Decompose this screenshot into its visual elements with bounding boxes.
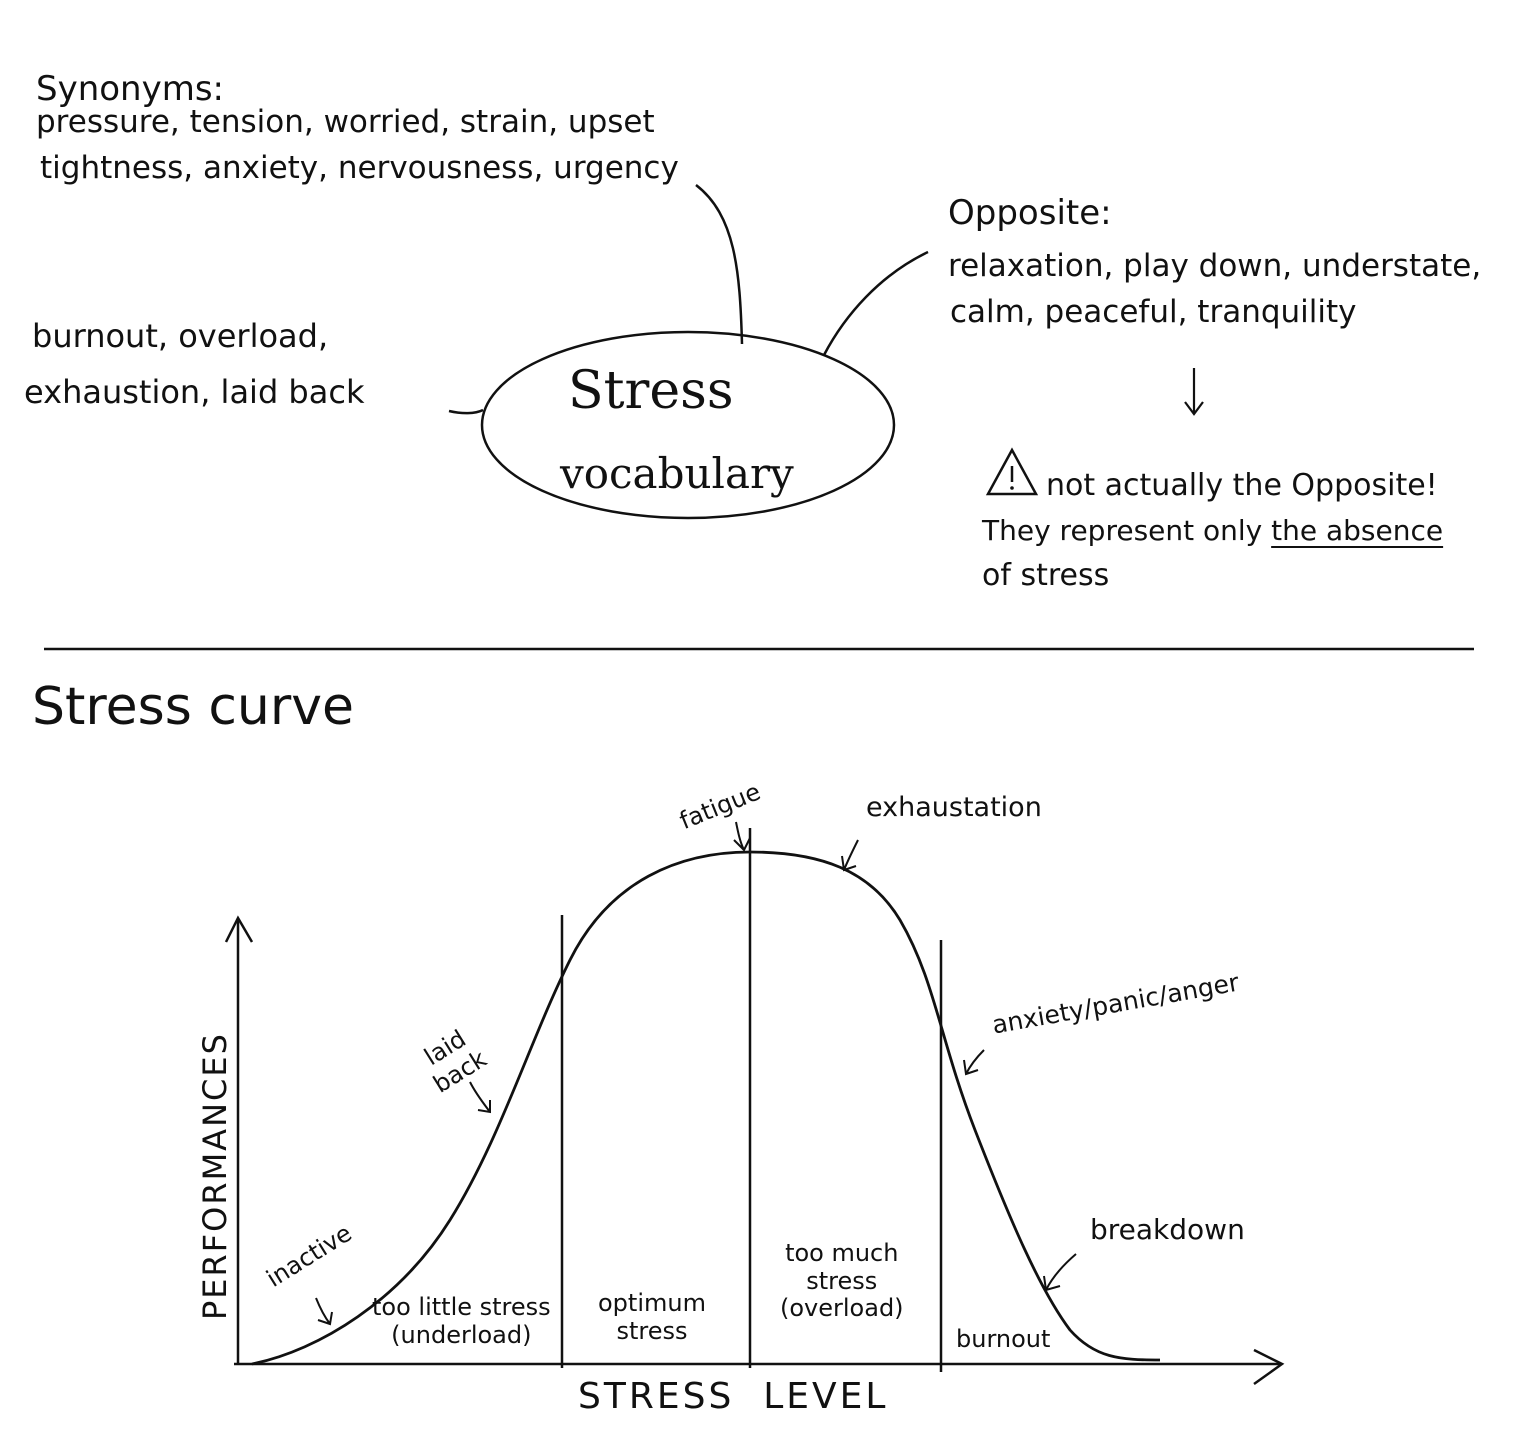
warning-line-3: of stress [982, 558, 1110, 593]
opposite-line-1: relaxation, play down, understate, [948, 248, 1482, 284]
connector-opposite [822, 250, 929, 356]
opposite-line-2: calm, peaceful, tranquility [950, 294, 1357, 330]
related-line-1: burnout, overload, [32, 317, 329, 355]
center-title-line-2: vocabulary [560, 449, 794, 498]
warning-line-1: not actually the Opposite! [1046, 468, 1438, 503]
arrow-breakdown-icon [1043, 1253, 1077, 1292]
arrow-anxiety-icon [963, 1049, 985, 1076]
connector-related [448, 408, 484, 415]
zone-label-too-much: too much stress (overload) [780, 1239, 904, 1323]
center-title-line-1: Stress [568, 361, 734, 421]
synonyms-title: Synonyms: [36, 69, 225, 109]
opposite-title: Opposite: [948, 193, 1112, 233]
warning-triangle-icon [985, 447, 1039, 496]
y-axis-label: PERFORMANCES [196, 1032, 234, 1320]
stress-curve [251, 850, 1161, 1366]
absence-underlined-text: the absence [1271, 514, 1444, 547]
arrow-laid-back-icon [469, 1081, 491, 1114]
annotation-exhaustation: exhaustation [866, 792, 1042, 823]
y-axis [224, 915, 254, 1364]
x-axis [234, 1348, 1285, 1386]
warning-line-2: They represent only the absence [982, 516, 1443, 545]
connector-synonyms [695, 184, 744, 345]
zone-label-optimum: optimum stress [598, 1289, 706, 1345]
x-axis-label: STRESS LEVEL [578, 1376, 889, 1417]
center-ellipse [480, 330, 896, 520]
arrow-inactive-icon [315, 1297, 333, 1326]
arrow-exhaustation-icon [841, 839, 859, 872]
curve-section-title: Stress curve [32, 677, 355, 737]
warning-line-2-text: They represent only [982, 514, 1272, 547]
zone-label-burnout: burnout [956, 1325, 1051, 1353]
zone-label-too-little: too little stress (underload) [372, 1293, 551, 1349]
synonyms-line-2: tightness, anxiety, nervousness, urgency [40, 150, 679, 186]
annotation-breakdown: breakdown [1090, 1213, 1245, 1246]
related-line-2: exhaustion, laid back [24, 373, 365, 411]
down-arrow-icon [1184, 368, 1204, 416]
synonyms-line-1: pressure, tension, worried, strain, upse… [36, 104, 655, 140]
arrow-fatigue-icon [733, 821, 751, 852]
